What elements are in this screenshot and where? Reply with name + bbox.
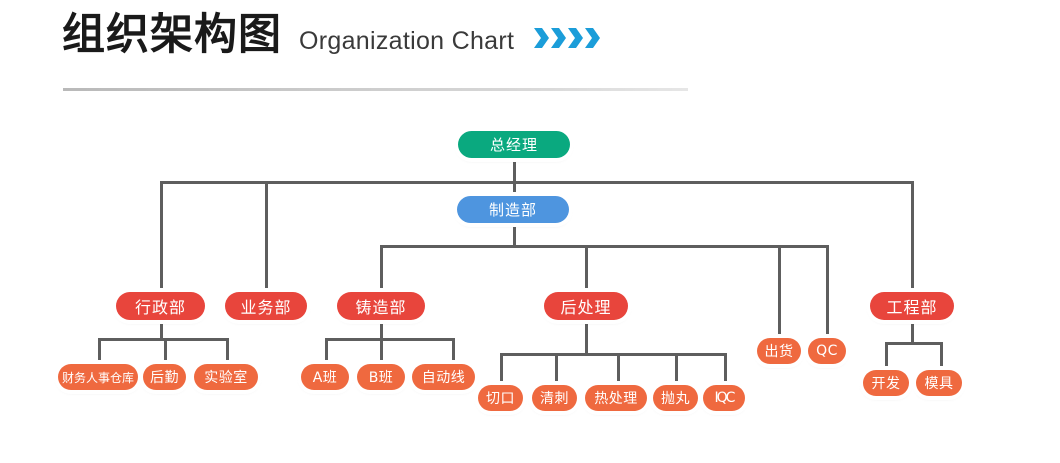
connector-postprocess-stem [585,320,588,353]
header-divider [63,88,688,91]
node-qc[interactable]: QC [808,338,846,364]
connector-drop-logistics [164,338,167,364]
connector-casting-stem [380,320,383,338]
connector-drop-postprocess [585,245,588,292]
connector-drop-autoline [452,338,455,364]
connector-drop-iqc [724,353,727,385]
connector-drop-shift-b [380,338,383,364]
node-general-manager[interactable]: 总经理 [458,131,570,158]
node-business-dept[interactable]: 业务部 [225,292,307,320]
connector-drop-business [265,181,268,292]
connector-drop-admin [160,181,163,292]
node-manufacturing-dept[interactable]: 制造部 [457,196,569,223]
connector-drop-lab [226,338,229,364]
connector-admin-bus [98,338,229,341]
connector-drop-casting [380,245,383,292]
node-iqc[interactable]: IQC [703,385,745,411]
node-laboratory[interactable]: 实验室 [194,364,258,390]
node-postprocess-dept[interactable]: 后处理 [544,292,628,320]
node-cutting[interactable]: 切口 [478,385,523,411]
node-finance-hr-warehouse[interactable]: 财务人事仓库 [58,364,138,390]
node-admin-dept[interactable]: 行政部 [116,292,205,320]
connector-drop-heattreat [617,353,620,385]
connector-drop-shotblast [675,353,678,385]
connector-gm-stem [513,157,516,181]
node-shot-blasting[interactable]: 抛丸 [653,385,698,411]
node-shipping[interactable]: 出货 [757,338,801,364]
page-header: 组织架构图 Organization Chart [62,14,606,57]
connector-drop-cut [500,353,503,385]
chevron-arrows-icon [534,26,606,50]
node-automatic-line[interactable]: 自动线 [412,364,475,390]
node-development[interactable]: 开发 [863,370,909,396]
node-engineering-dept[interactable]: 工程部 [870,292,954,320]
connector-drop-qc [826,245,829,338]
connector-drop-shipping [778,245,781,338]
connector-engineering-stem [911,320,914,342]
node-shift-b[interactable]: B班 [357,364,405,390]
connector-drop-deburr [555,353,558,385]
node-casting-dept[interactable]: 铸造部 [337,292,425,320]
page-title-english: Organization Chart [299,27,515,55]
node-shift-a[interactable]: A班 [301,364,349,390]
connector-admin-stem [160,320,163,338]
connector-drop-development [885,342,888,370]
node-logistics[interactable]: 后勤 [143,364,186,390]
connector-drop-mold [940,342,943,370]
connector-casting-bus [325,338,455,341]
page-title-chinese: 组织架构图 [62,10,282,60]
connector-engineering-bus [885,342,943,345]
node-heat-treatment[interactable]: 热处理 [585,385,647,411]
connector-manufacturing-stem [513,223,516,245]
connector-manufacturing-bus [380,245,829,248]
connector-postprocess-bus [500,353,727,356]
connector-top-bus [160,181,914,184]
connector-drop-engineering [911,181,914,292]
connector-drop-finance [98,338,101,364]
connector-drop-manufacturing [513,181,516,196]
node-deburring[interactable]: 清刺 [532,385,577,411]
connector-drop-shift-a [325,338,328,364]
node-mold[interactable]: 模具 [916,370,962,396]
